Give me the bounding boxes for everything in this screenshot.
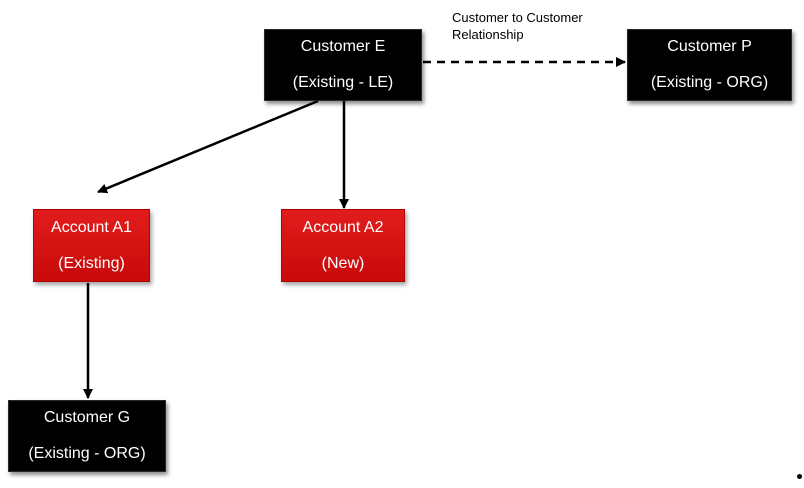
node-customer-p-name: Customer P <box>667 38 752 55</box>
stray-dot <box>797 474 802 479</box>
node-customer-g-status: (Existing - ORG) <box>28 445 146 462</box>
connector-customer-e-to-account-a1 <box>97 99 319 194</box>
node-account-a1-status: (Existing) <box>58 254 125 272</box>
relationship-edge-label: Customer to Customer Relationship <box>452 10 583 42</box>
node-account-a1[interactable]: Account A1 (Existing) <box>33 209 150 282</box>
node-customer-p[interactable]: Customer P (Existing - ORG) <box>627 29 792 101</box>
node-account-a1-name: Account A1 <box>51 218 132 236</box>
node-account-a2-name: Account A2 <box>302 218 384 236</box>
node-customer-e[interactable]: Customer E (Existing - LE) <box>264 29 422 101</box>
node-customer-g[interactable]: Customer G (Existing - ORG) <box>8 400 166 472</box>
node-account-a2[interactable]: Account A2 (New) <box>281 209 405 282</box>
node-account-a2-status: (New) <box>321 254 365 272</box>
node-customer-e-status: (Existing - LE) <box>292 74 394 91</box>
node-customer-g-name: Customer G <box>43 409 131 426</box>
node-customer-e-name: Customer E <box>300 38 386 55</box>
node-customer-p-status: (Existing - ORG) <box>650 74 769 91</box>
